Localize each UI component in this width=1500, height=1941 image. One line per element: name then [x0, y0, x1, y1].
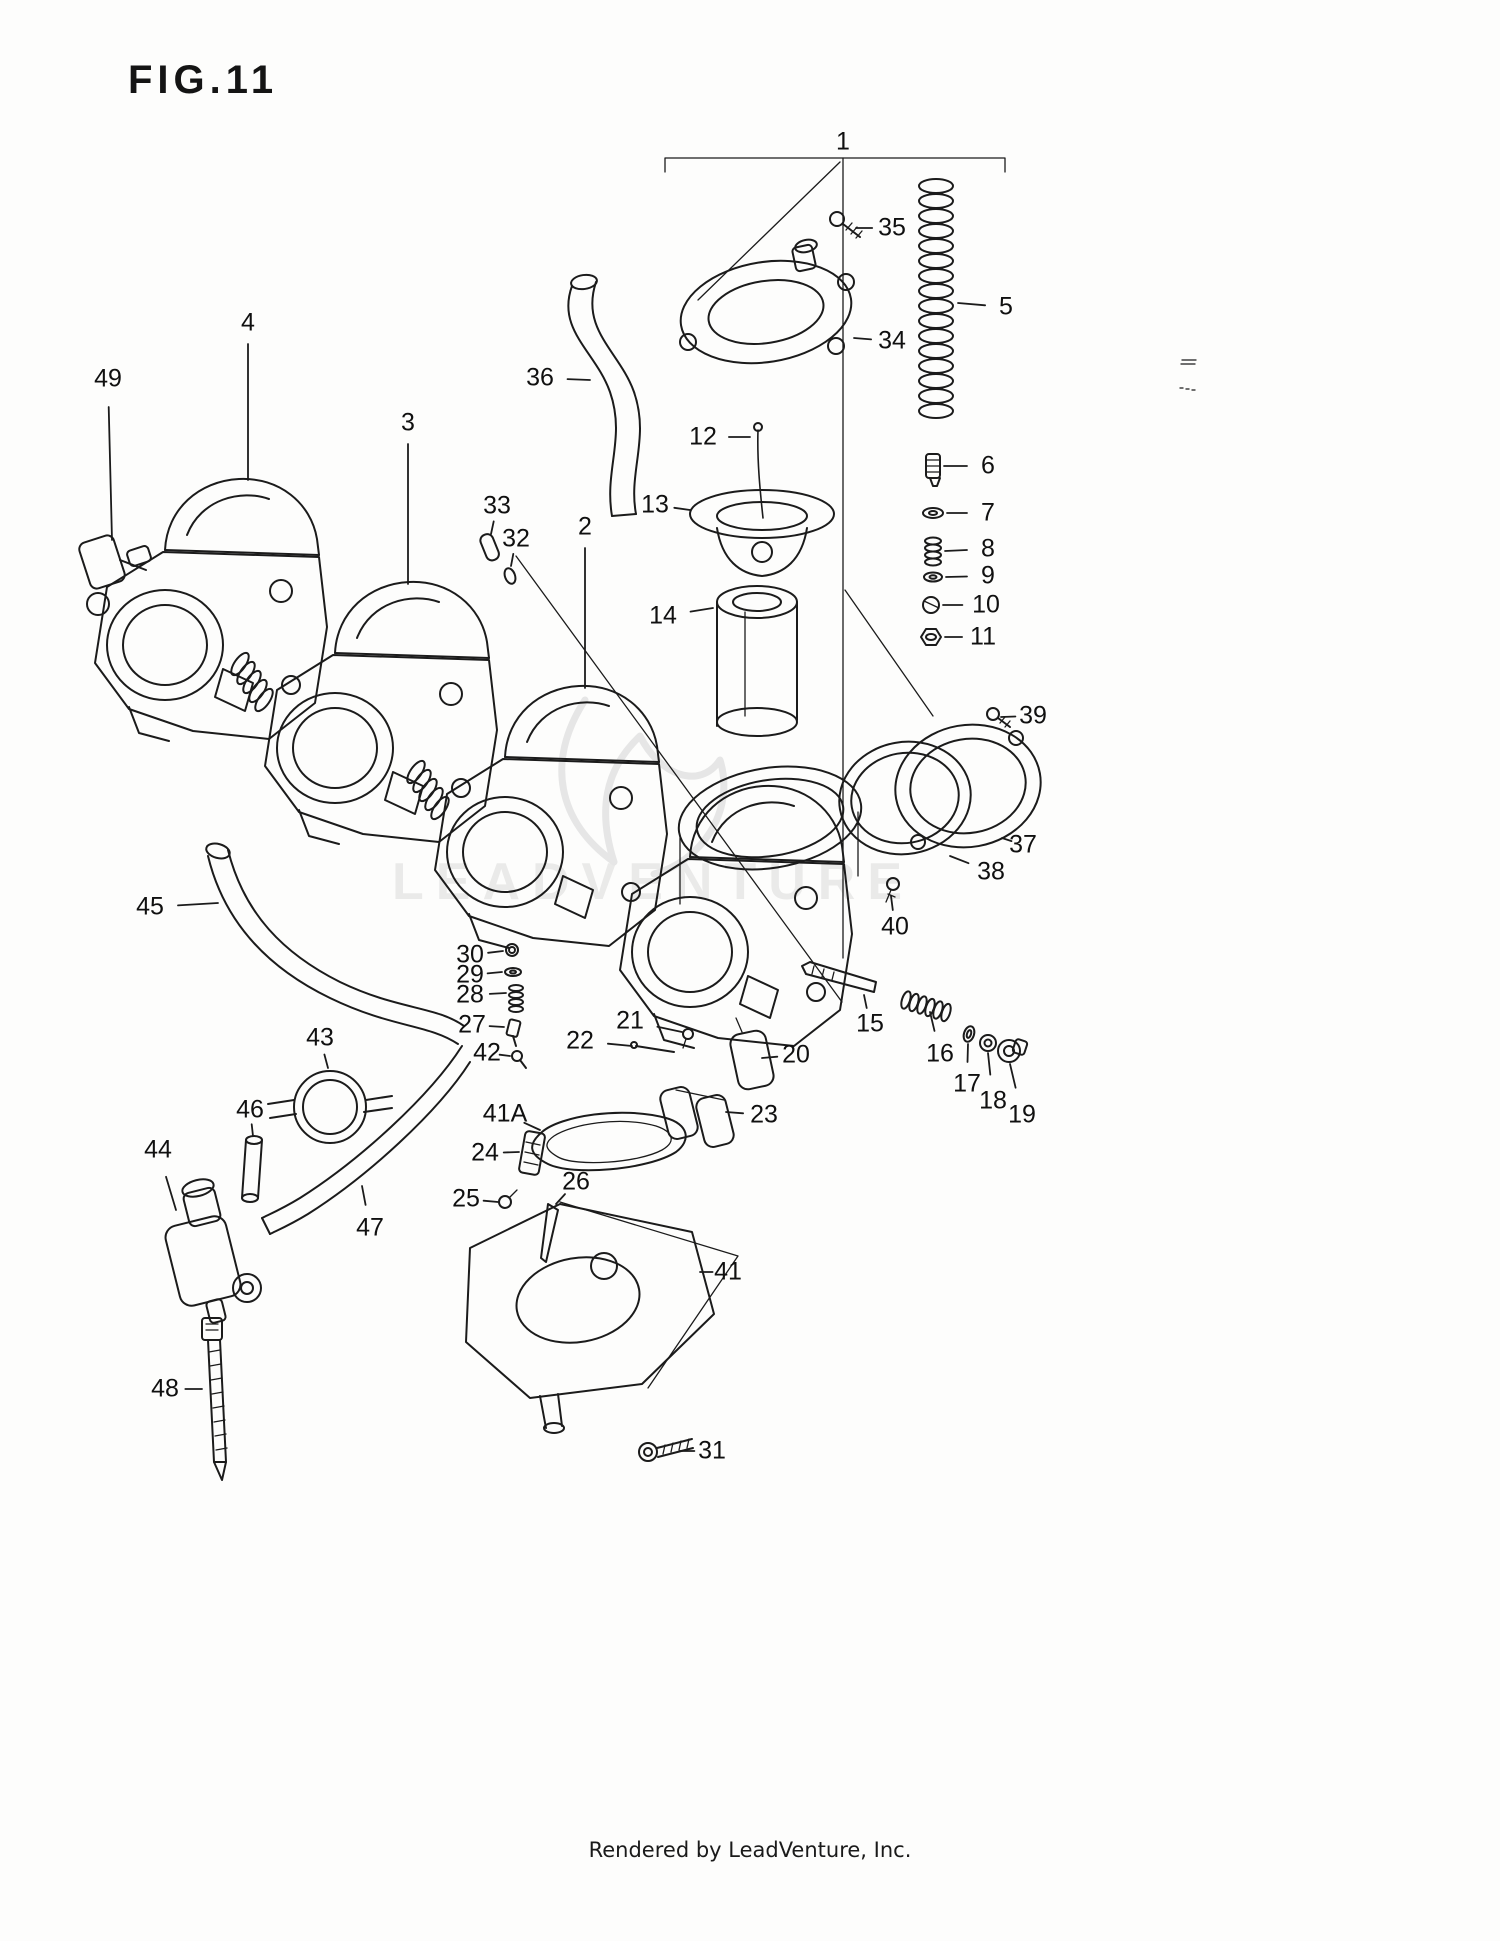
leader-line-41A	[523, 1121, 541, 1131]
parts-24-26-main-jets	[498, 1130, 559, 1263]
part-39-screw	[986, 707, 1011, 728]
leader-line-29	[486, 971, 503, 975]
part-36-hose	[567, 273, 641, 517]
part-34-top-cover	[679, 238, 855, 365]
leader-line-46	[250, 1123, 254, 1137]
leader-line-39	[1000, 715, 1017, 718]
leader-line-45	[177, 902, 219, 907]
leader-line-32	[510, 553, 515, 567]
leader-line-28	[488, 992, 507, 995]
part-38-gasket-ring	[838, 740, 972, 856]
leader-line-25	[482, 1199, 499, 1203]
part-41a-bowl-gasket	[531, 1111, 687, 1172]
leader-line-16	[929, 1011, 936, 1032]
leader-line-34	[853, 337, 872, 341]
leader-line-17	[966, 1043, 969, 1063]
leader-line-26	[555, 1193, 566, 1205]
leader-line-49	[107, 406, 113, 541]
leader-line-33	[490, 520, 495, 535]
part-44-solenoid-valve	[164, 1178, 262, 1324]
throttle-linkage-springs	[230, 651, 450, 821]
leader-line-14	[689, 607, 714, 613]
leader-line-44	[165, 1175, 177, 1211]
part-45-hose	[205, 842, 465, 1045]
leader-line-23	[725, 1111, 744, 1115]
leader-line-37	[1001, 837, 1013, 842]
watermark-logo	[558, 696, 728, 878]
parts-15-19-pilot-screw-set	[801, 961, 1029, 1063]
part-41-float-bowl	[465, 1201, 739, 1434]
part-47-hose	[261, 1045, 471, 1235]
part-35-screw	[829, 211, 863, 239]
leader-line-22	[607, 1042, 633, 1047]
part-37-cap-ring	[894, 723, 1042, 850]
part-46-tube	[241, 1135, 263, 1203]
part-31-screw	[638, 1438, 694, 1462]
leader-line-21	[656, 1025, 683, 1033]
assembly-axis-lines	[515, 157, 1006, 1003]
leader-line-42	[498, 1053, 511, 1057]
parts-6-11-jet-stack	[920, 453, 944, 646]
part-5-spring	[918, 178, 954, 419]
leader-line-13	[673, 506, 691, 511]
part-40-screw	[885, 877, 900, 903]
leader-line-27	[488, 1025, 505, 1028]
figure-title: FIG.11	[128, 58, 279, 102]
leader-line-36	[566, 378, 591, 381]
carburetor-bodies	[94, 477, 853, 1049]
part-12-jet-needle	[753, 422, 764, 519]
leader-line-8	[944, 549, 968, 552]
parts-32-33-pins	[479, 533, 517, 585]
leader-line-5	[957, 302, 986, 307]
leader-line-19	[1009, 1063, 1017, 1089]
leader-line-20	[761, 1055, 779, 1059]
parts-27-30-42-jet-column	[504, 943, 527, 1069]
page-edge-marks	[1179, 359, 1197, 391]
callout-leader-lines	[107, 227, 1017, 1452]
parts-20-23-floats	[630, 1017, 775, 1148]
part-13-diaphragm	[689, 489, 835, 577]
part-48-cable-tie	[201, 1317, 228, 1481]
leader-line-40	[890, 895, 894, 911]
leader-line-9	[945, 575, 968, 578]
footer-text: Rendered by LeadVenture, Inc.	[588, 1838, 912, 1862]
part-49-throttle-shaft-end	[78, 534, 152, 616]
leader-line-38	[949, 855, 970, 865]
leader-line-24	[502, 1151, 520, 1154]
part-43-fuel-filter	[267, 1070, 393, 1144]
leader-line-47	[361, 1185, 367, 1206]
leader-line-18	[987, 1052, 992, 1076]
leader-line-43	[323, 1053, 329, 1069]
leader-line-15	[863, 994, 868, 1009]
leader-line-30	[487, 950, 504, 954]
part-14-throttle-slide	[716, 585, 798, 737]
